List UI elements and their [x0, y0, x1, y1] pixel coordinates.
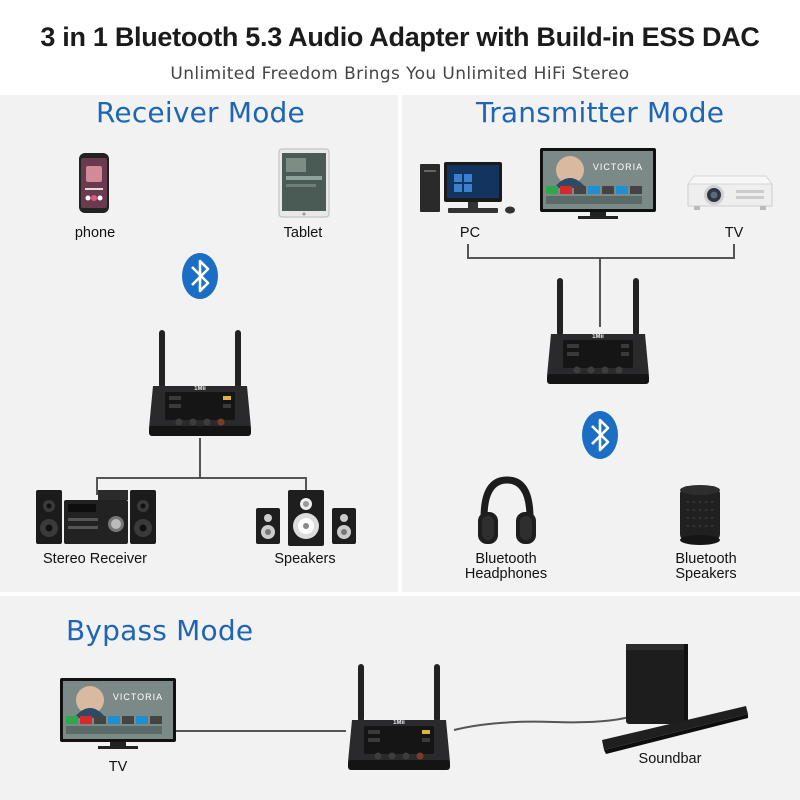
receiver-wire-left — [96, 477, 98, 495]
svg-text:1Mii: 1Mii — [592, 334, 604, 340]
transmitter-wire-bus — [467, 257, 735, 259]
bypass-source-label-tv: TV — [108, 759, 128, 775]
receiver-mode-title: Receiver Mode — [96, 96, 305, 129]
receiver-wire-right — [305, 477, 307, 491]
desktop-pc-icon — [420, 162, 515, 214]
transmitter-wire-stem — [599, 257, 601, 327]
horizontal-divider — [0, 592, 800, 596]
stereo-receiver-icon — [36, 490, 156, 544]
receiver-output-label-stereo: Stereo Receiver — [43, 551, 147, 567]
headphones-label-line1: Bluetooth — [475, 551, 537, 567]
soundbar-icon — [602, 644, 748, 754]
transmitter-mode-title: Transmitter Mode — [476, 96, 725, 129]
bypass-wire-right — [453, 713, 640, 731]
smartphone-icon — [79, 153, 109, 213]
headphones-icon — [478, 476, 536, 544]
transmitter-output-label-speakers: Bluetooth Speakers — [656, 552, 756, 582]
tablet-icon — [278, 148, 330, 218]
headphones-label-line2: Headphones — [464, 566, 548, 582]
bypass-wire-left — [176, 730, 346, 732]
receiver-wire-stem — [199, 438, 201, 478]
svg-text:1Mii: 1Mii — [393, 720, 405, 726]
transmitter-output-label-headphones: Bluetooth Headphones — [456, 552, 556, 582]
transmitter-wire-left — [467, 244, 469, 258]
vertical-divider — [398, 95, 402, 592]
speakers-icon — [256, 490, 356, 546]
bypass-mode-title: Bypass Mode — [66, 614, 254, 647]
bypass-output-label-soundbar: Soundbar — [638, 751, 702, 767]
transmitter-wire-right — [733, 244, 735, 258]
page-subtitle: Unlimited Freedom Brings You Unlimited H… — [170, 64, 630, 84]
bt-speakers-label-line2: Speakers — [675, 566, 737, 582]
receiver-output-label-speakers: Speakers — [274, 551, 336, 567]
bluetooth-speaker-icon — [680, 485, 720, 545]
page-title: 3 in 1 Bluetooth 5.3 Audio Adapter with … — [40, 22, 760, 52]
bypass-tv-screen-title: VICTORIA — [113, 692, 163, 702]
bt-speakers-label-line1: Bluetooth — [675, 551, 737, 567]
bluetooth-icon — [582, 411, 618, 459]
tv-icon: VICTORIA — [60, 678, 176, 749]
audio-adapter-device: 1Mii — [348, 664, 450, 770]
tv-screen-title: VICTORIA — [593, 162, 643, 172]
receiver-source-label-tablet: Tablet — [283, 225, 323, 241]
transmitter-source-label-tv: TV — [724, 225, 744, 241]
audio-adapter-device: 1Mii — [547, 278, 649, 384]
projector-icon — [687, 175, 773, 210]
receiver-source-label-phone: phone — [74, 225, 116, 241]
svg-text:1Mii: 1Mii — [194, 386, 206, 392]
audio-adapter-device: 1Mii — [149, 330, 251, 436]
receiver-wire-bus — [96, 477, 306, 479]
bluetooth-icon — [182, 253, 218, 299]
tv-icon: VICTORIA — [540, 148, 656, 219]
transmitter-source-label-pc: PC — [459, 225, 481, 241]
